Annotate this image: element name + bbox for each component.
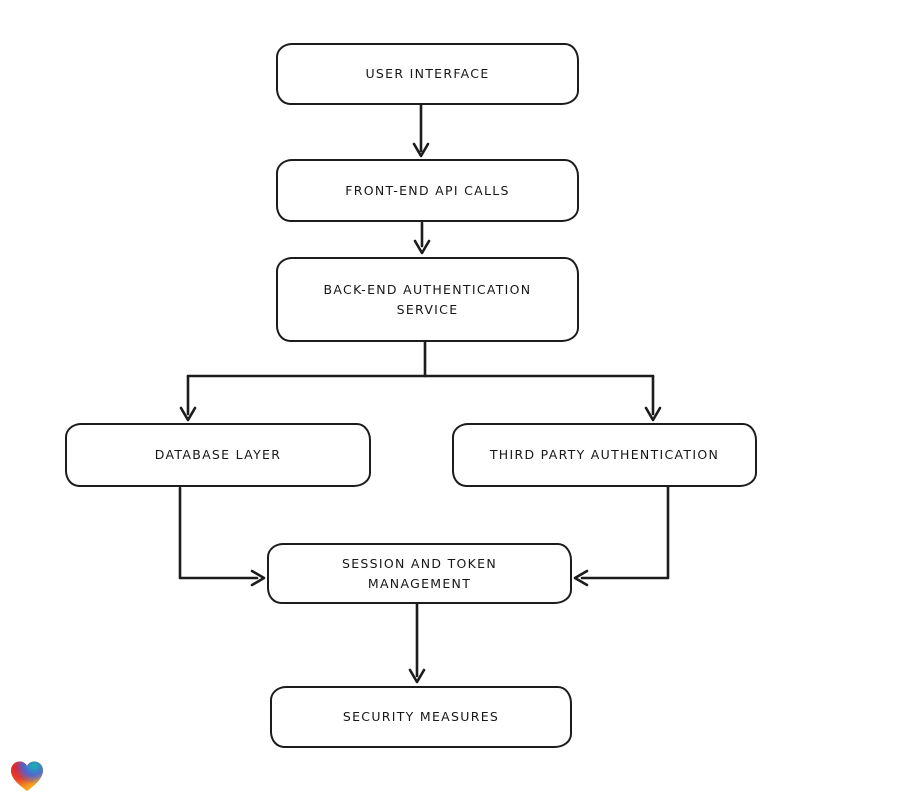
node-session-and-token-management-label: SESSION AND TOKEN MANAGEMENT — [341, 556, 498, 591]
node-third-party-authentication-label: THIRD PARTY AUTHENTICATION — [489, 447, 720, 463]
arrow-back-end-branch — [179, 340, 662, 422]
arrow-database-to-session — [178, 486, 266, 587]
node-back-end-authentication-service-label: BACK-END AUTHENTICATION SERVICE — [323, 282, 532, 317]
arrow-session-to-security — [408, 602, 426, 684]
node-third-party-authentication: THIRD PARTY AUTHENTICATION — [452, 423, 757, 487]
node-database-layer-label: DATABASE LAYER — [154, 447, 282, 463]
node-security-measures: SECURITY MEASURES — [270, 686, 572, 748]
arrow-third-party-to-session — [573, 485, 670, 587]
node-user-interface: USER INTERFACE — [276, 43, 579, 105]
heart-icon — [11, 761, 43, 791]
arrow-front-end-to-back-end — [413, 221, 431, 255]
node-security-measures-label: SECURITY MEASURES — [342, 709, 500, 725]
arrow-user-interface-to-front-end — [412, 103, 430, 158]
node-front-end-api-calls: FRONT-END API CALLS — [276, 159, 579, 222]
node-user-interface-label: USER INTERFACE — [365, 66, 490, 82]
node-session-and-token-management: SESSION AND TOKEN MANAGEMENT — [267, 543, 572, 604]
gradient-heart-logo[interactable] — [9, 760, 45, 793]
node-back-end-authentication-service: BACK-END AUTHENTICATION SERVICE — [276, 257, 579, 342]
node-database-layer: DATABASE LAYER — [65, 423, 371, 487]
node-front-end-api-calls-label: FRONT-END API CALLS — [345, 182, 510, 198]
